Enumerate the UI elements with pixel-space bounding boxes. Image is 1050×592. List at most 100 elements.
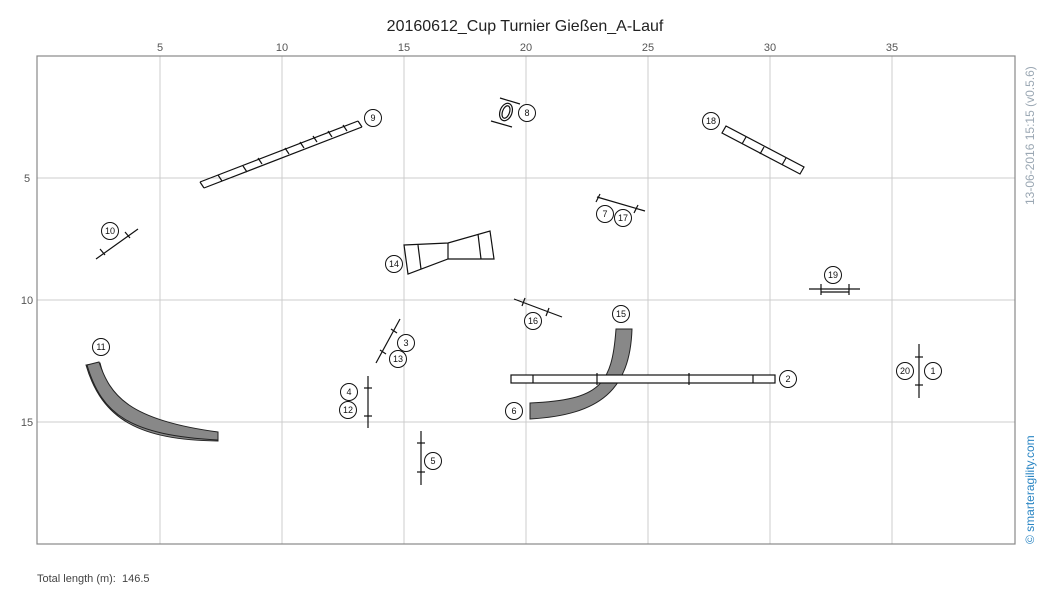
badge-circle bbox=[596, 205, 614, 223]
jump-16 bbox=[513, 297, 563, 318]
x-tick-label: 5 bbox=[157, 42, 163, 54]
weave-pole bbox=[299, 141, 305, 149]
a-frame-contact bbox=[417, 244, 422, 270]
number-badge: 14 bbox=[385, 255, 403, 273]
jump-bar bbox=[95, 228, 139, 260]
badge-label: 19 bbox=[828, 270, 838, 280]
weave-line bbox=[199, 120, 359, 183]
tunnel-11-body bbox=[86, 361, 219, 441]
badge-circle bbox=[397, 334, 415, 352]
number-badge: 8 bbox=[518, 104, 536, 122]
a-frame-14 bbox=[403, 230, 495, 275]
number-badge: 17 bbox=[614, 209, 632, 227]
number-badge: 10 bbox=[101, 222, 119, 240]
badge-circle bbox=[92, 338, 110, 356]
badge-label: 18 bbox=[706, 116, 716, 126]
tire-8 bbox=[490, 97, 521, 128]
badge-label: 12 bbox=[343, 405, 353, 415]
course-title: 20160612_Cup Turnier Gießen_A-Lauf bbox=[387, 18, 664, 35]
number-badge: 5 bbox=[424, 452, 442, 470]
jump-wing bbox=[545, 307, 550, 317]
badge-circle bbox=[339, 401, 357, 419]
weave-pole bbox=[217, 174, 223, 182]
y-tick-label: 10 bbox=[21, 295, 33, 307]
ring-area bbox=[36, 55, 1016, 545]
badge-label: 14 bbox=[389, 259, 399, 269]
a-frame-contact bbox=[477, 233, 482, 260]
dogwalk-2 bbox=[510, 373, 776, 385]
number-badge: 6 bbox=[505, 402, 523, 420]
x-tick-label: 30 bbox=[764, 42, 776, 54]
seesaw-contact bbox=[781, 157, 787, 166]
number-badge: 9 bbox=[364, 109, 382, 127]
x-tick-label: 35 bbox=[886, 42, 898, 54]
weave-end bbox=[357, 120, 363, 128]
jump-bar bbox=[513, 298, 563, 318]
version-stamp: 13-06-2016 15:15 (v0.5.6) bbox=[1023, 66, 1037, 205]
number-badge: 13 bbox=[389, 350, 407, 368]
jump-4-12 bbox=[364, 376, 372, 428]
jump-wing bbox=[99, 248, 106, 256]
jump-wing bbox=[379, 349, 387, 355]
jump-3-13 bbox=[375, 318, 401, 364]
jump-wing bbox=[390, 328, 398, 334]
tire-frame bbox=[499, 97, 521, 105]
badge-circle bbox=[779, 370, 797, 388]
badge-circle bbox=[364, 109, 382, 127]
number-badge: 2 bbox=[779, 370, 797, 388]
badge-circle bbox=[924, 362, 942, 380]
jump-1-20 bbox=[915, 344, 923, 398]
obstacles bbox=[85, 97, 923, 485]
number-badge: 1 bbox=[924, 362, 942, 380]
weave-pole bbox=[312, 135, 318, 143]
badge-circle bbox=[518, 104, 536, 122]
number-badge: 18 bbox=[702, 112, 720, 130]
badge-circle bbox=[389, 350, 407, 368]
footer: Total length (m): 146.5 bbox=[37, 573, 150, 585]
badge-circle bbox=[505, 402, 523, 420]
tire-ring-outer bbox=[498, 102, 514, 122]
jump-bar bbox=[596, 196, 646, 212]
number-badge: 20 bbox=[896, 362, 914, 380]
tire-ring-inner bbox=[501, 105, 511, 119]
number-badge: 11 bbox=[92, 338, 110, 356]
jump-wing bbox=[521, 297, 526, 307]
badge-circle bbox=[702, 112, 720, 130]
weave-pole bbox=[342, 124, 348, 132]
dogwalk-plank bbox=[510, 374, 776, 384]
tire-frame bbox=[490, 120, 513, 128]
badge-label: 16 bbox=[528, 316, 538, 326]
total-length-label: Total length (m): bbox=[37, 573, 116, 585]
jump-wing bbox=[124, 231, 131, 239]
weave-poles-9 bbox=[199, 120, 363, 189]
badge-label: 1 bbox=[930, 366, 935, 376]
jump-wing bbox=[595, 193, 601, 203]
brand-link[interactable]: © smarteragility.com bbox=[1023, 435, 1037, 544]
jump-7-17 bbox=[595, 193, 646, 214]
badge-circle bbox=[424, 452, 442, 470]
badge-label: 7 bbox=[602, 209, 607, 219]
number-badge: 19 bbox=[824, 266, 842, 284]
ring-border bbox=[36, 55, 1016, 545]
x-tick-label: 15 bbox=[398, 42, 410, 54]
badge-label: 4 bbox=[346, 387, 351, 397]
x-tick-label: 20 bbox=[520, 42, 532, 54]
weave-end bbox=[199, 181, 205, 189]
grid-lines bbox=[37, 56, 1015, 544]
jump-19 bbox=[809, 284, 860, 295]
weave-pole bbox=[284, 147, 290, 155]
number-badge: 7 bbox=[596, 205, 614, 223]
badge-label: 8 bbox=[524, 108, 529, 118]
seesaw-pivot bbox=[759, 146, 765, 155]
number-badge: 16 bbox=[524, 312, 542, 330]
y-tick-label: 5 bbox=[24, 173, 30, 185]
badge-label: 3 bbox=[403, 338, 408, 348]
badge-circle bbox=[612, 305, 630, 323]
weave-pole bbox=[257, 157, 263, 165]
badge-label: 17 bbox=[618, 213, 628, 223]
badge-label: 10 bbox=[105, 226, 115, 236]
number-badge: 12 bbox=[339, 401, 357, 419]
weave-pole bbox=[242, 165, 248, 173]
badge-label: 13 bbox=[393, 354, 403, 364]
